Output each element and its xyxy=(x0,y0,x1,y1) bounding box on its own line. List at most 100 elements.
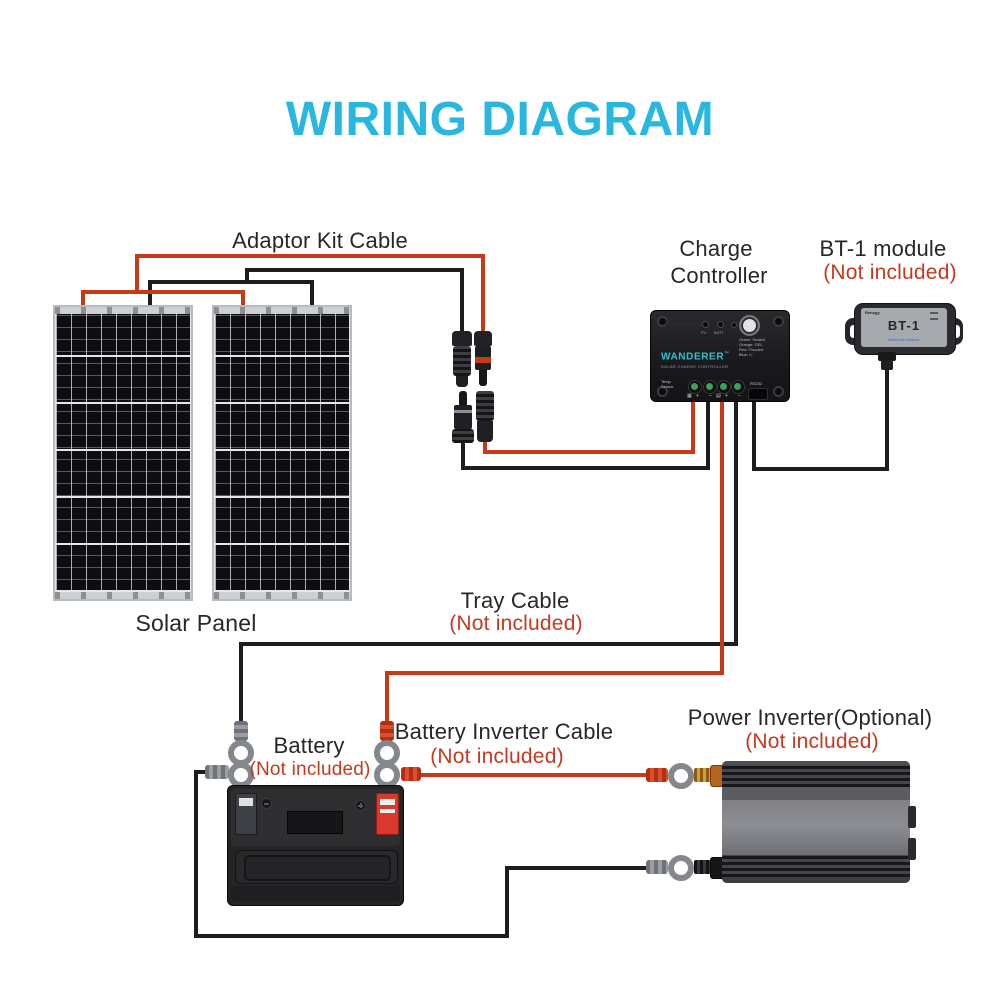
charge-controller-label: Controller xyxy=(670,263,768,288)
mc4-red-to-controller xyxy=(691,394,695,454)
battery-screw-icon xyxy=(261,798,272,809)
pv-jumper-black xyxy=(148,280,152,309)
rs232-label: RS232 xyxy=(750,381,763,386)
panel-bottom-rail xyxy=(55,592,191,599)
mode-button xyxy=(739,315,760,336)
rs232-to-bt1 xyxy=(885,364,889,471)
solar-panel-right xyxy=(212,305,352,601)
charge-controller-label: Charge xyxy=(679,236,753,261)
bt1-indicator-icon xyxy=(930,318,938,320)
pv-jumper-red xyxy=(241,290,245,309)
solar-panel-label: Solar Panel xyxy=(135,610,257,636)
pv-red-to-mc4 xyxy=(135,254,485,258)
bt1-name: BT-1 xyxy=(887,318,921,333)
ring-terminal xyxy=(668,855,694,881)
battery-inverter-negative xyxy=(194,770,198,938)
battery-inverter-negative xyxy=(194,770,212,774)
bt1-brand: Renogy xyxy=(865,310,880,315)
tray-cable-negative xyxy=(734,394,738,646)
battery-inverter-negative xyxy=(505,866,654,870)
screw-green-icon xyxy=(720,383,727,390)
ring-terminal-crimp-red xyxy=(401,767,421,781)
mount-hole-icon xyxy=(657,316,668,327)
screw-green-icon xyxy=(691,383,698,390)
mc4-black-to-controller xyxy=(461,436,465,470)
pv-jumper-black xyxy=(148,280,314,284)
inverter-negative-post xyxy=(694,860,714,874)
rs232-to-bt1 xyxy=(752,394,756,471)
terminal-mark: ▤ xyxy=(716,393,721,399)
bt1-module-label: BT-1 module xyxy=(819,236,947,261)
battery-label: Battery xyxy=(273,733,345,758)
batt-led-icon xyxy=(717,321,724,328)
panel-bottom-rail xyxy=(214,592,350,599)
screw-green-icon xyxy=(734,383,741,390)
mount-hole-icon xyxy=(657,386,668,397)
mount-hole-icon xyxy=(773,316,784,327)
charge-controller: Renogy PV BATT Green: Sealed Orange: GEL… xyxy=(650,310,790,402)
pv-led-label: PV xyxy=(701,330,707,335)
tray-cable-negative xyxy=(239,642,243,728)
ring-terminal-crimp-red xyxy=(646,768,668,782)
page-title: WIRING DIAGRAM xyxy=(285,93,715,146)
inverter-positive-post xyxy=(694,768,714,782)
ring-terminal-crimp-black xyxy=(234,721,248,741)
power-inverter-not-included-label: (Not included) xyxy=(745,730,879,753)
mc4-black-to-controller xyxy=(706,394,710,470)
panel-top-rail xyxy=(55,307,191,314)
solar-panel-left xyxy=(53,305,193,601)
power-inverter-label: Power Inverter(Optional) xyxy=(687,705,933,730)
pv-red-to-mc4 xyxy=(481,254,485,338)
tray-cable-positive xyxy=(720,394,724,675)
tray-cable-negative xyxy=(239,642,738,646)
pv-black-to-mc4 xyxy=(460,268,464,338)
mount-hole-icon xyxy=(773,386,784,397)
tray-cable-not-included-label: (Not included) xyxy=(449,612,583,635)
temp-sensor-label: Temp Sensor xyxy=(661,379,674,389)
ring-terminal-crimp-black xyxy=(646,860,668,874)
battery-inverter-positive xyxy=(416,773,654,777)
mode-led-icon xyxy=(731,322,737,328)
pv-led-icon xyxy=(702,321,709,328)
inverter-side-tab-icon xyxy=(908,806,916,828)
terminal-mark: − xyxy=(709,393,712,399)
bt1-mount-slot-icon xyxy=(850,325,857,338)
tray-cable-positive xyxy=(385,671,389,728)
bt1-not-included-label: (Not included) xyxy=(823,261,957,284)
bt1-subtitle: Bluetooth Module xyxy=(888,337,920,342)
battery-inverter-negative xyxy=(194,934,509,938)
rs232-to-bt1 xyxy=(752,467,889,471)
inverter-side-tab-icon xyxy=(908,838,916,860)
mc4-red-to-controller xyxy=(483,436,487,454)
battery-screw-icon xyxy=(355,800,366,811)
ring-terminal xyxy=(668,763,694,789)
pv-black-to-mc4 xyxy=(245,268,464,272)
terminal-mark: ▦ xyxy=(687,393,692,399)
battery-negative-terminal xyxy=(235,793,257,835)
bt1-mount-slot-icon xyxy=(953,325,960,338)
battery-label-recess xyxy=(287,811,343,834)
battery xyxy=(227,785,404,906)
battery-inverter-not-included-label: (Not included) xyxy=(430,745,564,768)
bt1-indicator-icon xyxy=(930,312,938,314)
controller-watermark: Renogy xyxy=(665,319,702,330)
solar-cells xyxy=(56,314,190,592)
solar-cells xyxy=(215,314,349,592)
mc4-black-to-controller xyxy=(461,466,710,470)
battery-not-included-label: (Not included) xyxy=(249,759,371,780)
battery-type-legend: Green: Sealed Orange: GEL Red: Flooded B… xyxy=(739,337,765,357)
tray-cable-label: Tray Cable xyxy=(460,588,570,613)
pv-jumper-black xyxy=(310,280,314,309)
pv-jumper-red xyxy=(81,290,245,294)
battery-positive-terminal xyxy=(376,793,399,835)
battery-inverter-cable-label: Battery Inverter Cable xyxy=(394,719,614,744)
battery-inverter-negative xyxy=(505,866,509,938)
rs232-port xyxy=(748,388,768,400)
ring-terminal-crimp-red xyxy=(380,721,394,741)
terminal-mark: + xyxy=(725,393,728,399)
mc4-red-to-controller xyxy=(483,450,695,454)
adaptor-kit-cable-label: Adaptor Kit Cable xyxy=(232,228,408,253)
pv-red-to-mc4 xyxy=(135,254,139,294)
